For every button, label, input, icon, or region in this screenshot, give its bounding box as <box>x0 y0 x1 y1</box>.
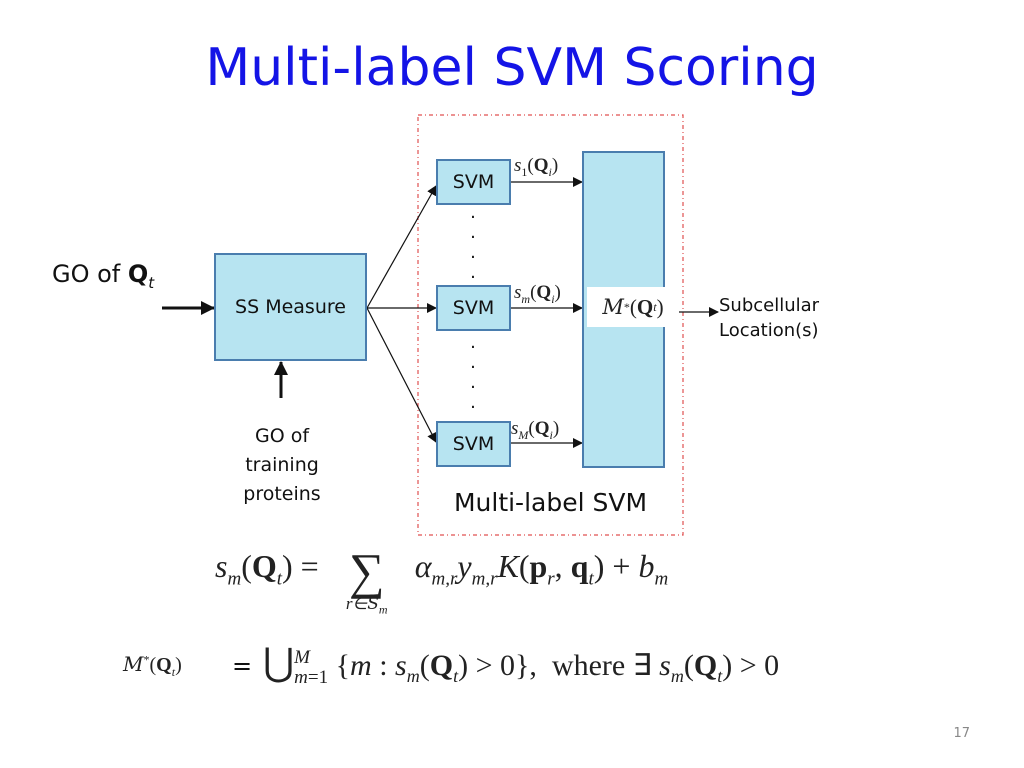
input-label-prefix: GO of <box>52 260 128 288</box>
svm-label-M: SVM <box>452 433 495 455</box>
page-number: 17 <box>953 726 970 741</box>
output-label-line-1: Subcellular <box>719 295 820 316</box>
score-label-1: s1(Qi) <box>514 155 559 179</box>
training-label-line-1: GO of <box>254 425 310 447</box>
svm-box-M: SVM <box>436 421 511 467</box>
svm-box-m: SVM <box>436 285 511 331</box>
fan-arrow-1 <box>366 185 437 309</box>
equation-score: sm(Qt) = ∑ r∈Sm αm,rym,rK(pr, qt) + bm <box>215 543 669 617</box>
svm-label-m: SVM <box>452 297 495 319</box>
score-label-m: sm(Qi) <box>514 282 561 306</box>
ss-measure-box: SS Measure <box>214 253 367 361</box>
training-label-line-3: proteins <box>243 483 321 505</box>
multi-label-svm-caption: Multi-label SVM <box>453 488 648 517</box>
score-label-M: sM(Qi) <box>511 418 560 442</box>
input-label: GO of Qt <box>52 260 154 292</box>
output-label-line-2: Location(s) <box>719 320 819 341</box>
input-label-sub: t <box>148 273 155 292</box>
ellipsis-upper: ···· <box>470 207 476 288</box>
input-label-q: Q <box>127 260 149 288</box>
ellipsis-lower: ···· <box>470 337 476 418</box>
ss-measure-label: SS Measure <box>235 296 346 318</box>
training-proteins-label: GO of training proteins <box>222 422 342 509</box>
training-label-line-2: training <box>245 454 319 476</box>
svm-box-1: SVM <box>436 159 511 205</box>
svm-label-1: SVM <box>452 171 495 193</box>
slide-title: Multi-label SVM Scoring <box>205 38 819 98</box>
equation-m-star-lhs: M*(Qt) <box>123 652 182 679</box>
fan-arrow-M <box>366 307 437 443</box>
multi-label-svm-group-border <box>417 114 684 536</box>
output-label: Subcellular Location(s) <box>719 293 819 343</box>
equation-equals: = <box>232 652 253 680</box>
